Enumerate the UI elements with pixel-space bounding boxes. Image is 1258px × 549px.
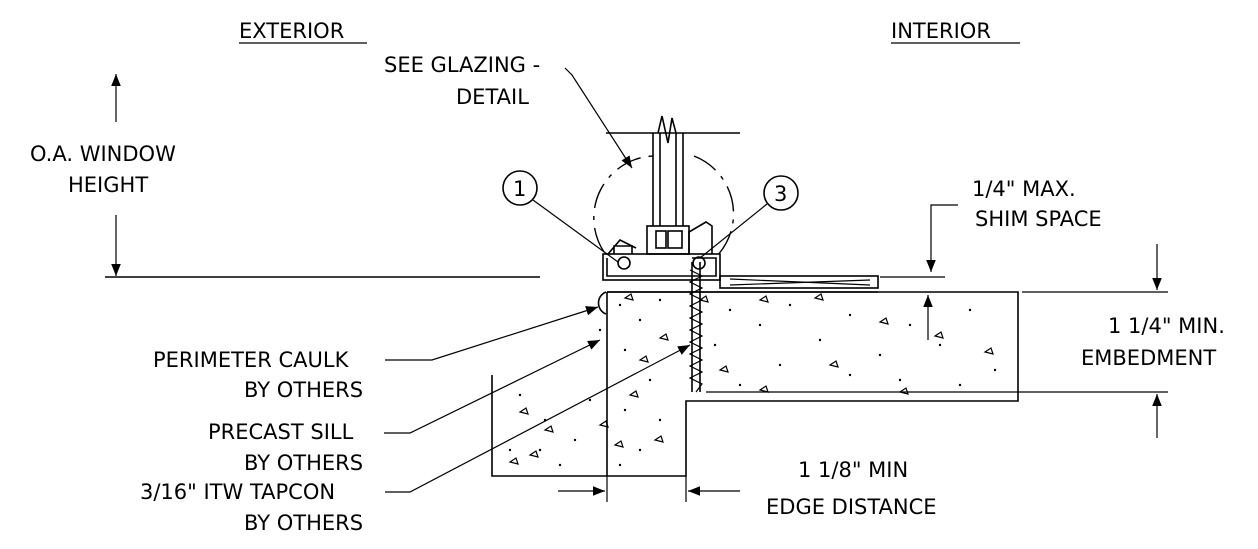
- embedment-label-2: EMBEDMENT: [1081, 346, 1216, 370]
- see-glazing-leader: [564, 67, 633, 169]
- callout-3-leader: [699, 203, 768, 259]
- shim-space-leader: [926, 204, 958, 272]
- callout-3-number: 3: [774, 182, 787, 206]
- perimeter-caulk-label-1: PERIMETER CAULK: [153, 348, 350, 372]
- callout-1-leader: [532, 199, 619, 263]
- shim-strip: [719, 275, 879, 289]
- frame-exterior-lip: [607, 239, 637, 255]
- frame-inner-profile: [606, 257, 717, 277]
- tapcon-label-2: BY OTHERS: [244, 511, 363, 535]
- interior-stop: [688, 221, 713, 254]
- shim-space-label-2: SHIM SPACE: [975, 207, 1102, 231]
- tapcon-label-1: 3/16" ITW TAPCON: [140, 480, 335, 504]
- oa-window-height-label-2: HEIGHT: [68, 173, 148, 197]
- frame-screw-boss-left: [617, 256, 631, 270]
- callout-3-bubble: [763, 175, 799, 211]
- edge-distance-label-2: EDGE DISTANCE: [766, 495, 937, 519]
- precast-sill-label-2: BY OTHERS: [244, 451, 363, 475]
- precast-sill-outline: [491, 291, 1019, 477]
- perimeter-caulk-leader: [385, 306, 599, 361]
- callout-1-bubble: [502, 170, 538, 206]
- perimeter-caulk-label-2: BY OTHERS: [244, 378, 363, 402]
- tapcon-leader: [385, 344, 691, 493]
- see-glazing-label-2: DETAIL: [456, 85, 529, 109]
- shim-space-label-1: 1/4" MAX.: [972, 177, 1076, 201]
- tapcon-screw: [688, 262, 704, 393]
- callout-1-number: 1: [513, 177, 526, 201]
- shim-hatch-2: [729, 279, 871, 286]
- interior-label: INTERIOR: [891, 19, 991, 43]
- concrete-aggregate: [508, 293, 994, 465]
- exterior-label: EXTERIOR: [239, 19, 344, 43]
- glazing-bead: [655, 230, 667, 249]
- glazing-detail-circle: [593, 155, 735, 259]
- precast-sill-label-1: PRECAST SILL: [208, 420, 354, 444]
- edge-distance-label-1: 1 1/8" MIN: [798, 458, 908, 482]
- frame-screw-boss-right: [692, 256, 706, 270]
- concrete-stipple: [508, 298, 997, 467]
- frame-exterior-leg: [613, 245, 633, 254]
- precast-sill-leader: [384, 339, 601, 434]
- perimeter-caulk-bead: [597, 291, 607, 315]
- glazing-gasket: [667, 230, 683, 249]
- oa-window-height-label-1: O.A. WINDOW: [30, 142, 176, 166]
- see-glazing-label-1: SEE GLAZING -: [384, 53, 540, 77]
- glass-break-mark: [657, 115, 677, 144]
- embedment-label-1: 1 1/4" MIN.: [1108, 314, 1225, 338]
